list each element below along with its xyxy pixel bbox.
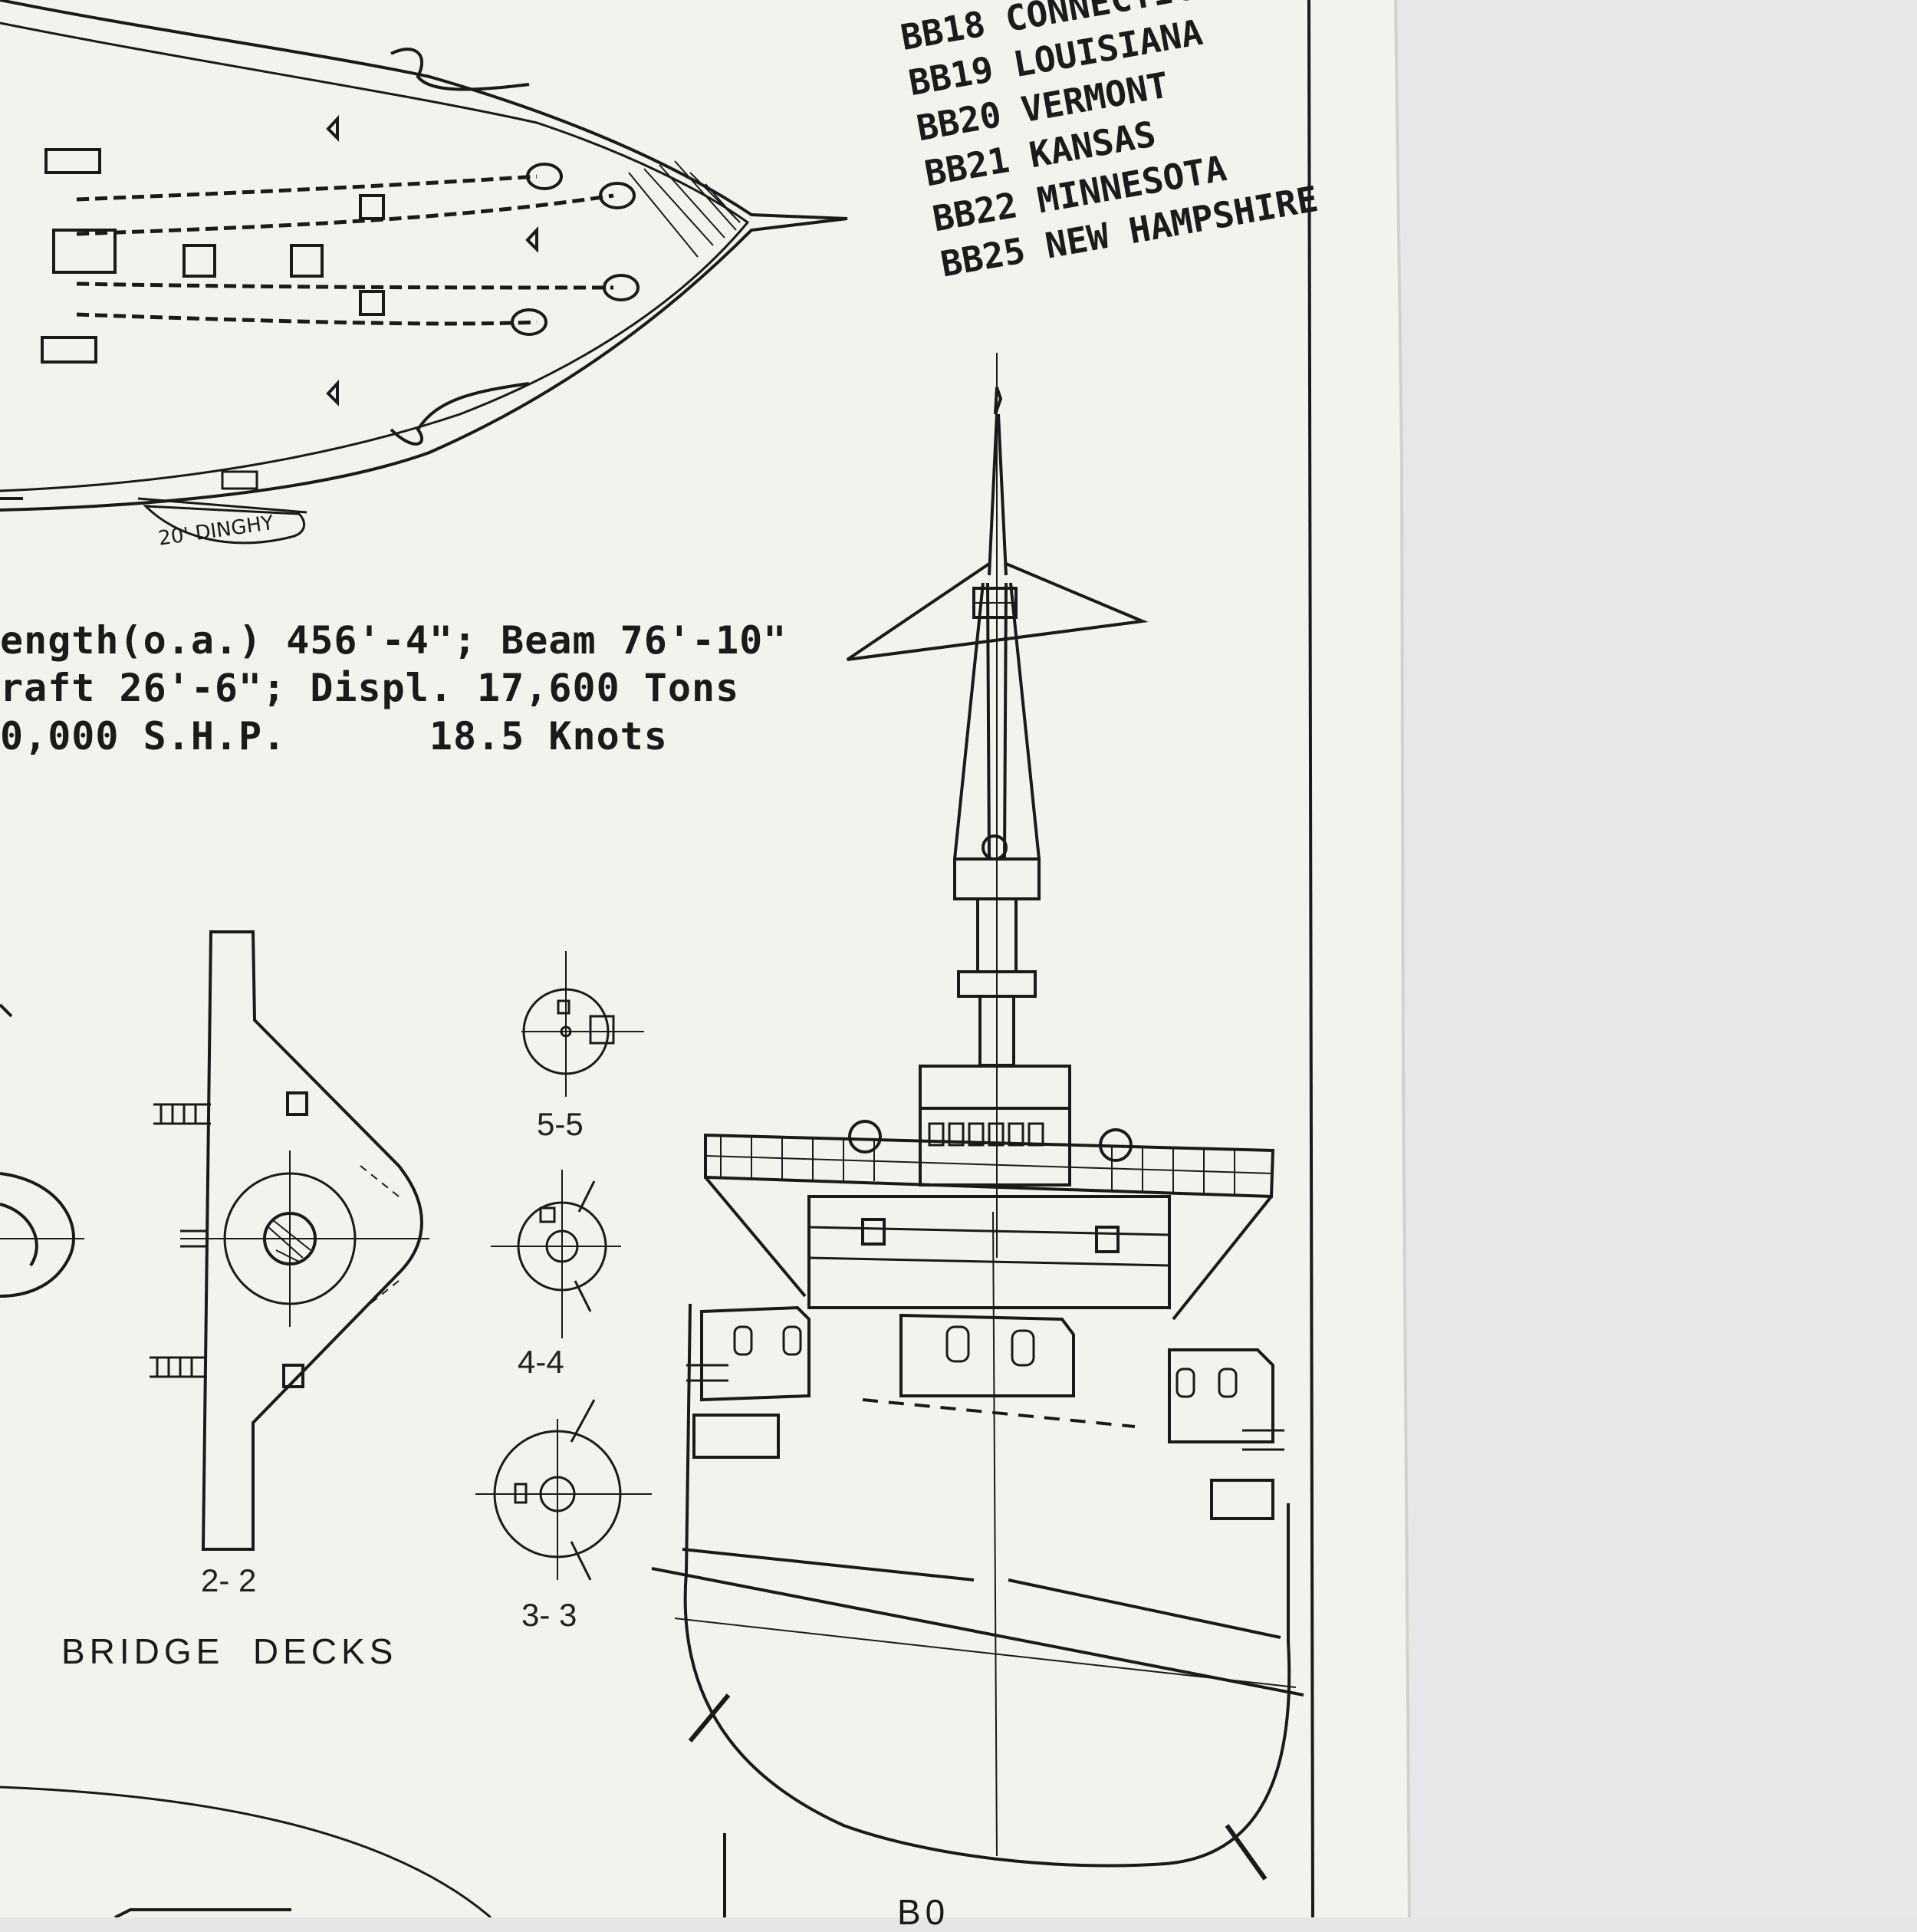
section-4-4-drawing [491, 1170, 621, 1338]
section-label-3-3: 3- 3 [521, 1597, 577, 1633]
bridge-decks-title: BRIDGE DECKS [61, 1631, 398, 1671]
bow-plan-drawing [0, 0, 848, 545]
section-label-5-5: 5-5 [537, 1106, 584, 1142]
spec-line-length-beam: ength(o.a.) 456'-4"; Beam 76'-10" [0, 618, 788, 663]
bottom-cut-text: B0 [897, 1892, 950, 1932]
dinghy-outline [143, 505, 306, 545]
bridge-deck-2-2-drawing [0, 930, 429, 1551]
section-3-3-drawing [475, 1399, 652, 1581]
section-label-2-2: 2- 2 [201, 1562, 257, 1598]
lower-fragment [114, 1908, 291, 1917]
paper-sheet [0, 0, 1409, 1917]
lower-hull-arc [0, 1786, 492, 1917]
paper-edge-shadow [1394, 0, 1411, 1917]
section-5-5-drawing [521, 951, 644, 1097]
hull-outline [683, 1303, 1291, 1868]
section-label-4-4: 4-4 [518, 1344, 564, 1380]
front-elevation-drawing [651, 353, 1304, 1917]
spec-line-draft-displacement: raft 26'-6"; Displ. 17,600 Tons [0, 666, 740, 710]
spec-line-power-speed: 0,000 S.H.P. 18.5 Knots [0, 714, 668, 759]
sheet-border-line [1307, 0, 1314, 1917]
